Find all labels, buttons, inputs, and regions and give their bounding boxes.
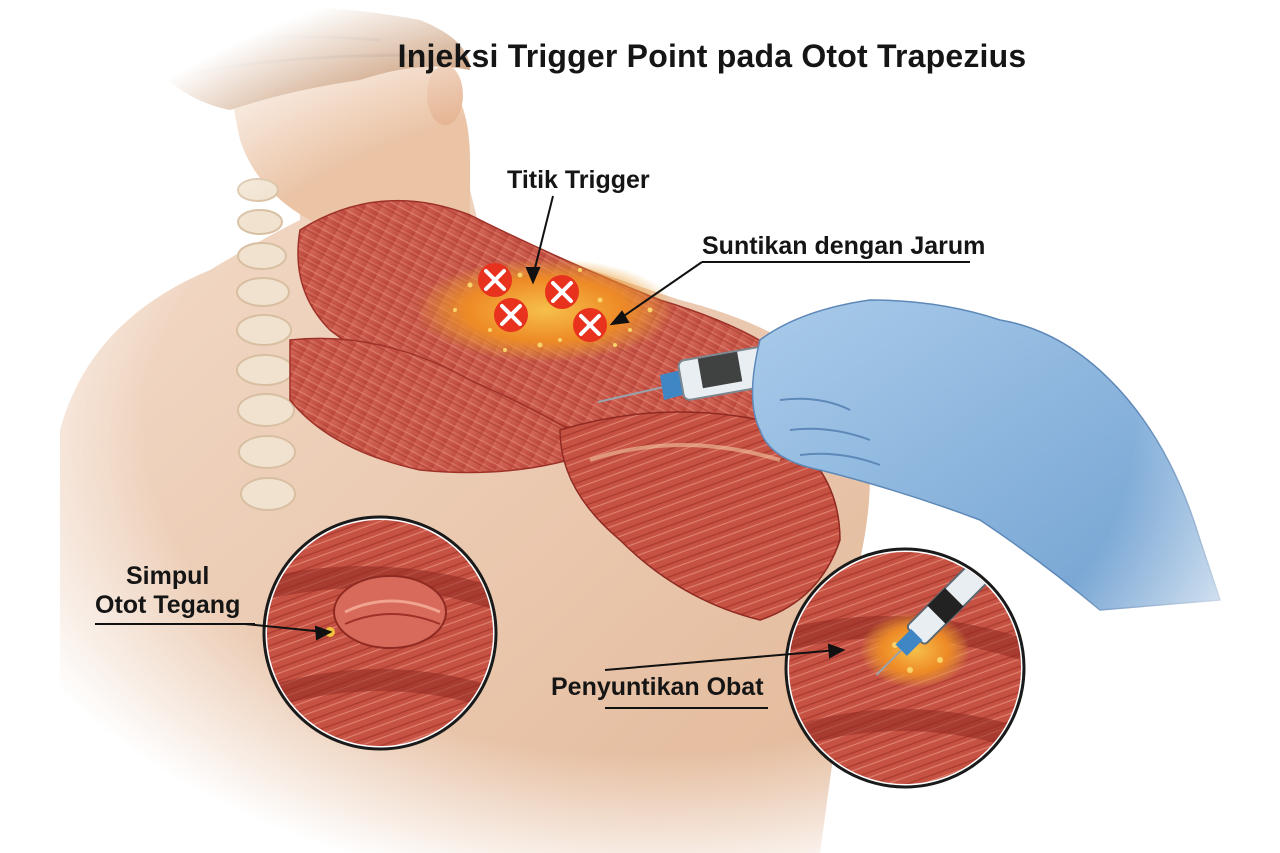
- label-tense-muscle-knot: Simpul Otot Tegang: [95, 562, 240, 620]
- muscle-knot: [333, 575, 447, 649]
- label-tense-knot-line1: Simpul: [126, 562, 210, 590]
- label-needle-injection: Suntikan dengan Jarum: [702, 232, 986, 260]
- label-drug-injection: Penyuntikan Obat: [551, 673, 764, 701]
- label-tense-knot-line2: Otot Tegang: [95, 590, 241, 619]
- inset-drug-injection: [784, 547, 1026, 789]
- diagram-title: Injeksi Trigger Point pada Otot Trapeziu…: [397, 38, 1027, 74]
- label-trigger-point: Titik Trigger: [507, 166, 650, 194]
- leader-lines: [95, 195, 970, 709]
- inset-muscle-knot: [262, 515, 498, 751]
